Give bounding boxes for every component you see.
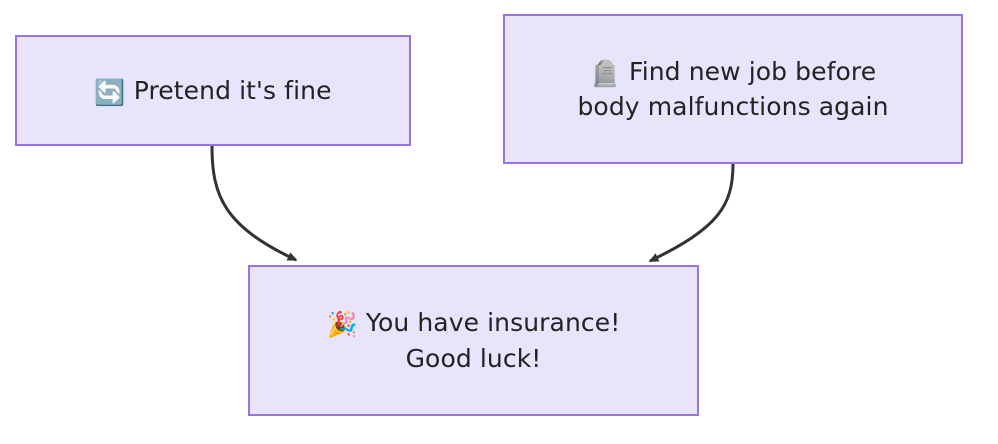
node-find-new-job[interactable]: 🪦 Find new job before body malfunctions … [503, 14, 963, 164]
node-findjob-label: 🪦 Find new job before body malfunctions … [563, 54, 902, 125]
counterclockwise-arrows-button-icon: 🔄 [94, 77, 126, 107]
node-insurance-text: You have insurance! Good luck! [365, 308, 621, 373]
node-you-have-insurance[interactable]: 🎉 You have insurance! Good luck! [248, 265, 699, 416]
node-pretend-its-fine[interactable]: 🔄 Pretend it's fine [15, 35, 411, 146]
node-pretend-label: 🔄 Pretend it's fine [80, 73, 345, 109]
headstone-icon: 🪦 [589, 58, 621, 88]
edge-findjob-to-insurance [648, 163, 735, 263]
node-insurance-label: 🎉 You have insurance! Good luck! [313, 305, 635, 376]
edge-pretend-to-insurance [210, 145, 298, 262]
party-popper-icon: 🎉 [326, 310, 358, 339]
node-findjob-text: Find new job before body malfunctions ag… [577, 56, 889, 122]
node-pretend-text: Pretend it's fine [133, 75, 332, 105]
